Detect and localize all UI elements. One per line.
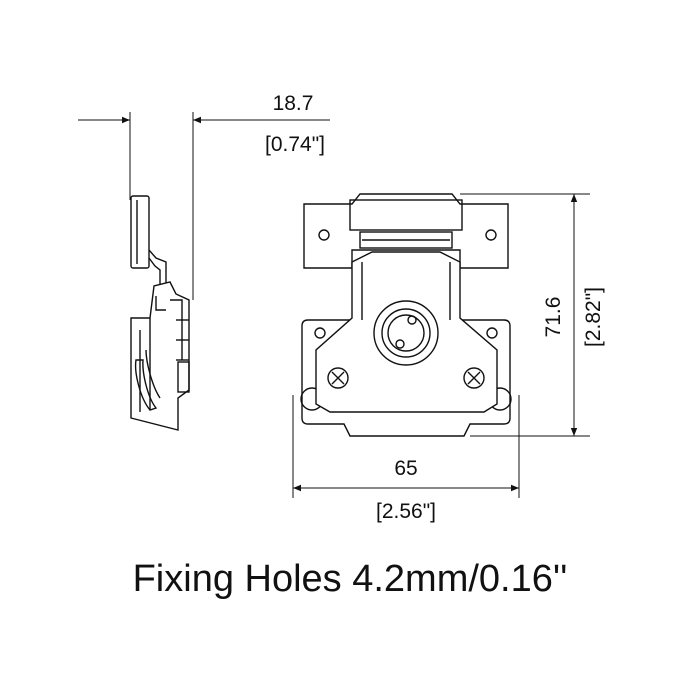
height-mm-label: 71.6 (542, 297, 565, 338)
side-width-mm-label: 18.7 (273, 92, 314, 115)
side-width-in-label: [0.74"] (265, 133, 325, 156)
width-in-label: [2.56"] (376, 500, 436, 523)
fixing-holes-caption: Fixing Holes 4.2mm/0.16'' (132, 558, 568, 600)
width-mm-label: 65 (394, 457, 417, 480)
side-view (78, 112, 330, 431)
height-in-label: [2.82"] (582, 287, 605, 347)
front-view (292, 193, 590, 498)
